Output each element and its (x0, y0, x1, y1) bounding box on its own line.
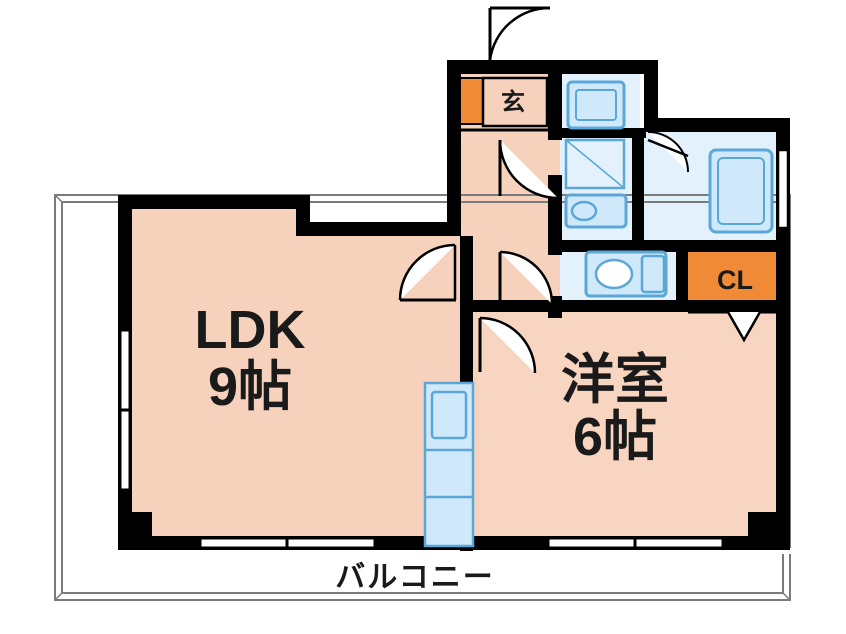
bath-window (776, 148, 790, 230)
wall-top-right2 (644, 118, 790, 132)
wall-top-entrance (447, 60, 562, 74)
bedroom-size: 6帖 (572, 406, 658, 467)
kitchen-counter-icon (423, 381, 475, 548)
windows[interactable] (118, 148, 790, 550)
entrance-door (488, 6, 551, 61)
closet-floor (685, 245, 790, 305)
balcony-window-ldk (198, 536, 377, 550)
wall-ldk-top (118, 195, 308, 209)
wall-hall-right-upper (548, 60, 562, 140)
bedroom-door (478, 316, 537, 374)
ldk-floor-notch-cut (300, 195, 475, 225)
hallway-door (498, 139, 559, 200)
wall-hall-left-upper (447, 60, 461, 235)
doors[interactable] (398, 6, 776, 374)
wall-kitchen-bottom (562, 128, 646, 138)
bathroom-door (647, 131, 689, 173)
bedroom-floor (478, 300, 788, 550)
room-label-entrance: 玄 (501, 89, 525, 116)
ldk-side-window (118, 328, 132, 492)
washing-machine-space-icon (564, 138, 626, 190)
wall-bath-left (632, 130, 644, 250)
bathtub-icon (708, 148, 774, 234)
wall-washroom-bottom (548, 240, 788, 252)
wall-stub-bedroom-bottom-right (748, 512, 778, 550)
closet-door (688, 310, 776, 343)
balcony-window-bedroom (546, 536, 725, 550)
room-label-closet: CL (717, 265, 753, 295)
room-label-balcony: バルコニー (335, 561, 495, 594)
bedroom-name: 洋室 (561, 350, 669, 410)
washbasin-icon (564, 193, 628, 229)
wall-toilet-bottom (460, 300, 790, 312)
ldk-size: 9帖 (207, 356, 293, 417)
wall-closet-left (676, 240, 688, 312)
washroom-door (498, 250, 554, 305)
fixtures (423, 76, 774, 548)
ldk-name: LDK (194, 300, 306, 360)
kitchen-sink-icon (566, 80, 626, 130)
wall-ldk-notch-h (296, 222, 461, 236)
ldk-door (398, 243, 457, 302)
wall-stub-ldk-bottom-left (130, 512, 152, 550)
toilet-icon (584, 250, 668, 298)
wall-top-right (562, 60, 658, 74)
entrance-tile (481, 76, 549, 128)
wall-right-upper-step (644, 60, 658, 130)
